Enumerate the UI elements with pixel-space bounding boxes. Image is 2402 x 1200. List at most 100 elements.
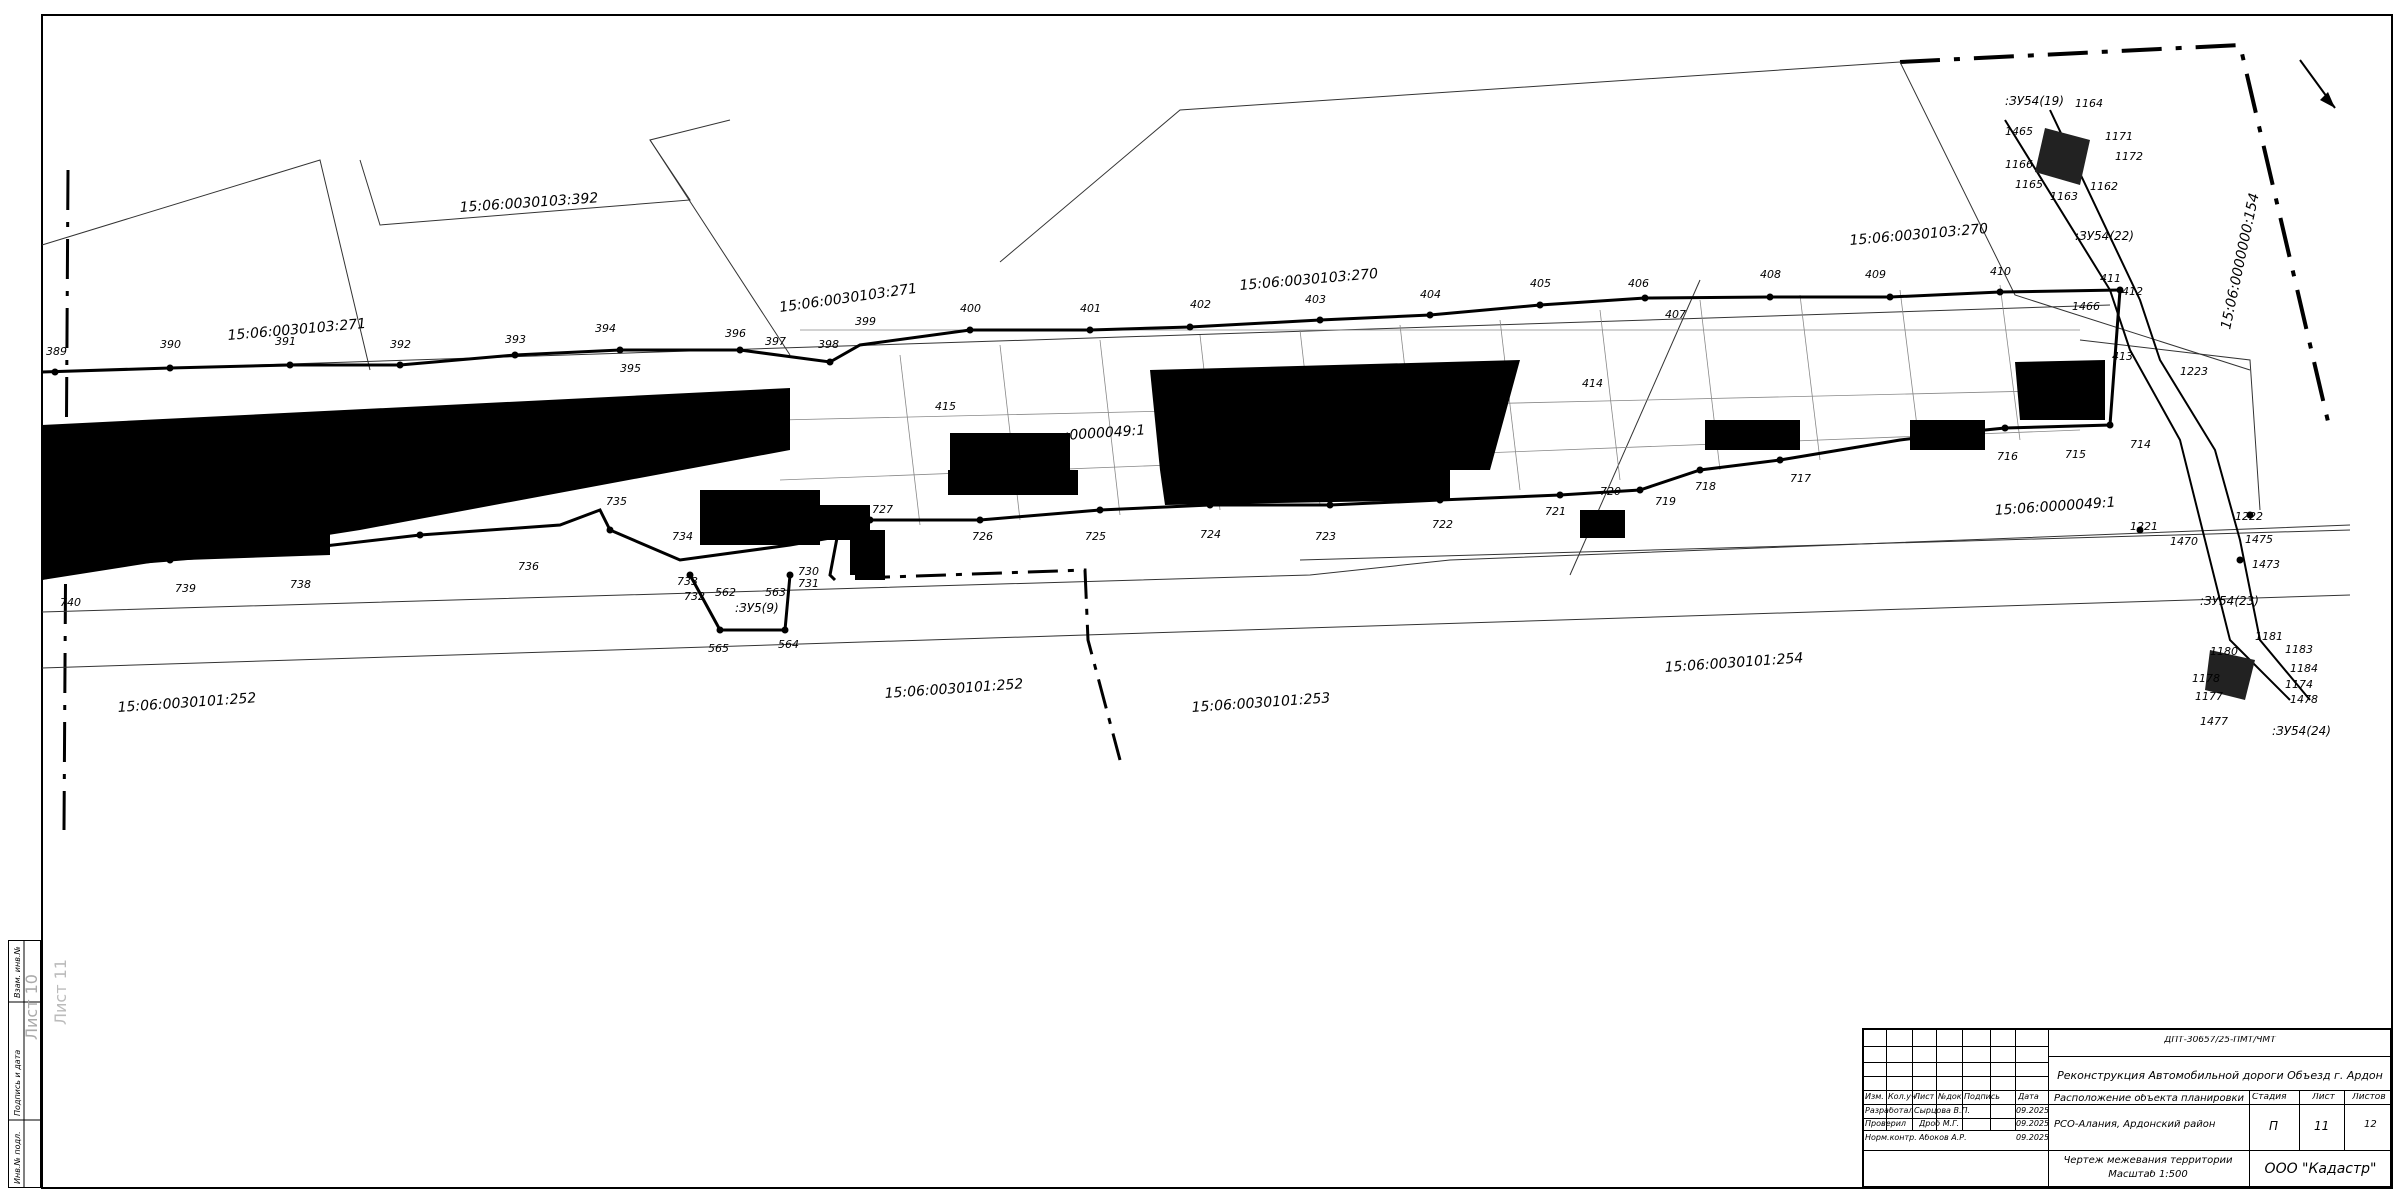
point-label: 563 xyxy=(765,586,786,599)
watermark-sheet: Лист 10 xyxy=(22,974,41,1040)
point-label: 718 xyxy=(1695,480,1716,493)
parcel-label: :0000049:1 xyxy=(1064,422,1146,444)
zone-label: :ЗУ54(24) xyxy=(2272,724,2331,738)
point-label: 412 xyxy=(2122,285,2143,298)
drawing-title: Чертеж межевания территории xyxy=(2063,1156,2233,1166)
strip-cell-label: Подпись и дата xyxy=(13,1050,22,1116)
point-label: 415 xyxy=(935,400,956,413)
name-cell: Абоков А.Р. xyxy=(1919,1134,1967,1142)
sheet-value: 11 xyxy=(2314,1120,2330,1132)
drawing-scale: Масштаб 1:500 xyxy=(2108,1170,2188,1180)
point-label: 402 xyxy=(1190,298,1211,311)
point-label: 408 xyxy=(1760,268,1781,281)
point-label: 730 xyxy=(798,565,819,578)
parcel-label: 15:06:0030101:252 xyxy=(117,690,257,716)
road-dashed-boundary xyxy=(859,568,1122,761)
point-label: 723 xyxy=(1315,530,1336,543)
point-label: 394 xyxy=(595,322,616,335)
point-label: 403 xyxy=(1305,293,1326,306)
point-label: 1184 xyxy=(2290,662,2318,675)
role-cell: Проверил xyxy=(1865,1120,1907,1128)
role-cell: Норм.контр. xyxy=(1865,1134,1917,1142)
sheet-header: Лист xyxy=(2312,1093,2335,1102)
point-label: 719 xyxy=(1655,495,1676,508)
point-label: 399 xyxy=(855,315,876,328)
header-cell: Изм. xyxy=(1865,1093,1884,1101)
point-label: 401 xyxy=(1080,302,1101,315)
parcel-label: 15:06:0000000:154 xyxy=(2218,192,2263,331)
point-label: 562 xyxy=(715,586,736,599)
doc-code: ДПТ-30657/25-ПМТ/ЧМТ xyxy=(2164,1036,2276,1045)
point-label: 414 xyxy=(1582,377,1603,390)
point-labels: 389 390 391 392 393 394 395 396 397 398 … xyxy=(46,97,2318,728)
point-label: 395 xyxy=(620,362,641,375)
point-label: 735 xyxy=(606,495,627,508)
header-cell: Подпись xyxy=(1964,1093,2000,1101)
point-label: 715 xyxy=(2065,448,2086,461)
watermark-sheet: Лист 11 xyxy=(51,959,70,1025)
point-label: 406 xyxy=(1628,277,1649,290)
point-label: 725 xyxy=(1085,530,1106,543)
point-label: 564 xyxy=(778,638,799,651)
hatched-plots xyxy=(2035,128,2255,700)
point-label: 1473 xyxy=(2252,558,2280,571)
point-label: 1181 xyxy=(2255,630,2283,643)
point-label: 409 xyxy=(1865,268,1886,281)
point-label: 1178 xyxy=(2192,672,2220,685)
point-label: 1221 xyxy=(2130,520,2158,533)
right-dashed-boundary xyxy=(1899,42,2332,431)
parcel-label: 15:06:0030101:254 xyxy=(1664,650,1804,676)
point-label: 1171 xyxy=(2105,130,2133,143)
zone-label: :ЗУ54(23) xyxy=(2200,594,2259,608)
point-label: 739 xyxy=(175,582,196,595)
point-label: 736 xyxy=(518,560,539,573)
zone-label: :ЗУ5(9) xyxy=(735,601,779,615)
point-label: 410 xyxy=(1990,265,2011,278)
point-label: 731 xyxy=(798,577,819,590)
point-label: 407 xyxy=(1665,308,1686,321)
point-label: 1466 xyxy=(2072,300,2100,313)
name-cell: Дроб М.Г. xyxy=(1919,1120,1960,1128)
point-label: 1223 xyxy=(2180,365,2208,378)
point-label: 716 xyxy=(1997,450,2018,463)
point-label: 732 xyxy=(684,590,705,603)
point-label: 717 xyxy=(1790,472,1811,485)
point-label: 724 xyxy=(1200,528,1221,541)
point-label: 1183 xyxy=(2285,643,2313,656)
point-label: 393 xyxy=(505,333,526,346)
point-label: 727 xyxy=(872,503,893,516)
description: Расположение объекта планировки xyxy=(2054,1094,2245,1104)
point-label: 1478 xyxy=(2290,693,2318,706)
point-label: 413 xyxy=(2112,350,2133,363)
sheet-frame xyxy=(41,14,2393,1189)
point-label: 1163 xyxy=(2050,190,2078,203)
point-label: 729 xyxy=(790,528,811,541)
point-label: 1177 xyxy=(2195,690,2223,703)
point-label: 733 xyxy=(677,575,698,588)
point-label: 565 xyxy=(708,642,729,655)
point-label: 1222 xyxy=(2235,510,2263,523)
point-label: 721 xyxy=(1545,505,1566,518)
point-label: 714 xyxy=(2130,438,2151,451)
point-label: 728 xyxy=(830,507,851,520)
point-label: 738 xyxy=(290,578,311,591)
approval-strip-graphic: Взам. инв.№ Подпись и дата Инв.№ подл. Л… xyxy=(8,940,41,1188)
point-label: 737 xyxy=(357,512,378,525)
point-label: 400 xyxy=(960,302,981,315)
point-label: 1165 xyxy=(2015,178,2043,191)
point-label: 404 xyxy=(1420,288,1441,301)
watermark-graphic: Лист 11 xyxy=(51,959,70,1025)
parcel-label: 15:06:0030103:392 xyxy=(459,190,599,216)
parcel-label: 15:06:0030101:253 xyxy=(1191,690,1331,716)
sheets-header: Листов xyxy=(2352,1093,2386,1102)
point-label: 726 xyxy=(972,530,993,543)
description: РСО-Алания, Ардонский район xyxy=(2054,1120,2216,1130)
corridor-boundary xyxy=(41,288,2122,632)
parcel-label: 15:06:0000049:1 xyxy=(1994,495,2116,519)
point-label: 1180 xyxy=(2210,645,2238,658)
point-label: 389 xyxy=(46,345,67,358)
point-label: 391 xyxy=(275,335,296,348)
point-label: 734 xyxy=(672,530,693,543)
point-label: 1475 xyxy=(2245,533,2273,546)
